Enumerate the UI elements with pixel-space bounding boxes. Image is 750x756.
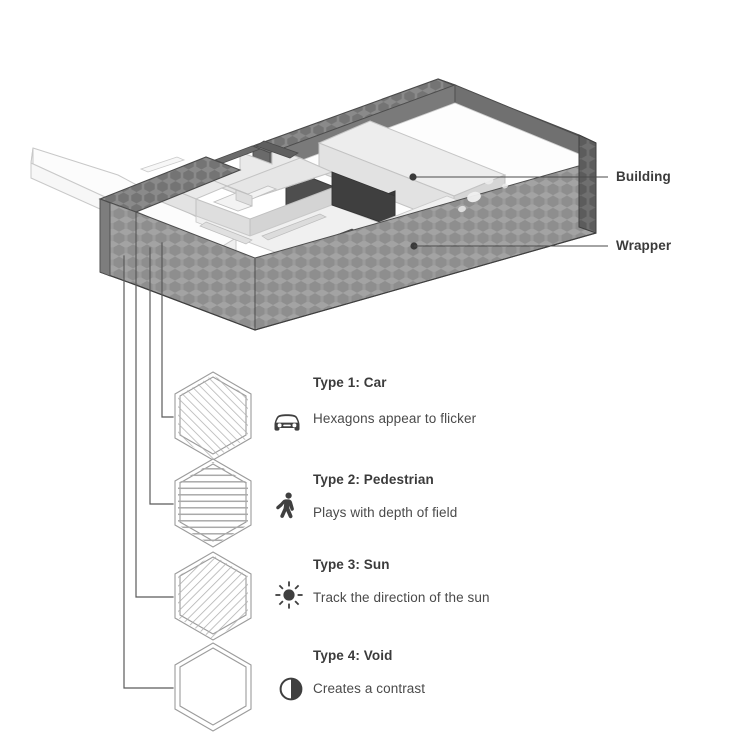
leader-hex-3 (135, 251, 174, 598)
car-icon (270, 405, 304, 439)
leader-hex-1 (161, 242, 174, 418)
hexagon-leaders (123, 242, 174, 689)
contrast-icon (274, 672, 308, 706)
wrapper-wall-right-end (578, 134, 597, 234)
leader-hex-4 (123, 255, 174, 689)
legend-description-type-1: Hexagons appear to flicker (313, 411, 477, 426)
sun-icon (272, 578, 306, 612)
legend-title-type-4: Type 4: Void (313, 648, 393, 663)
callout-label-wrapper: Wrapper (616, 238, 672, 253)
hexagon-swatch-type-3 (174, 551, 252, 641)
legend-title-type-1: Type 1: Car (313, 375, 387, 390)
legend-title-type-2: Type 2: Pedestrian (313, 472, 434, 487)
legend-description-type-2: Plays with depth of field (313, 505, 458, 520)
legend-title-type-3: Type 3: Sun (313, 557, 390, 572)
hexagon-swatch-type-1 (174, 371, 252, 461)
legend-description-type-3: Track the direction of the sun (313, 590, 490, 605)
hexagon-swatch-type-4 (174, 642, 252, 732)
wrapper-notch (139, 156, 186, 173)
pedestrian-icon (272, 490, 306, 524)
hexagon-swatch-type-2 (174, 458, 252, 548)
wrapper-wall-left-end (99, 198, 111, 277)
legend-description-type-4: Creates a contrast (313, 681, 426, 696)
leader-hex-2 (149, 247, 174, 505)
callout-label-building: Building (616, 169, 671, 184)
callout-leaders (413, 176, 608, 247)
callout-dot-building (409, 173, 417, 181)
